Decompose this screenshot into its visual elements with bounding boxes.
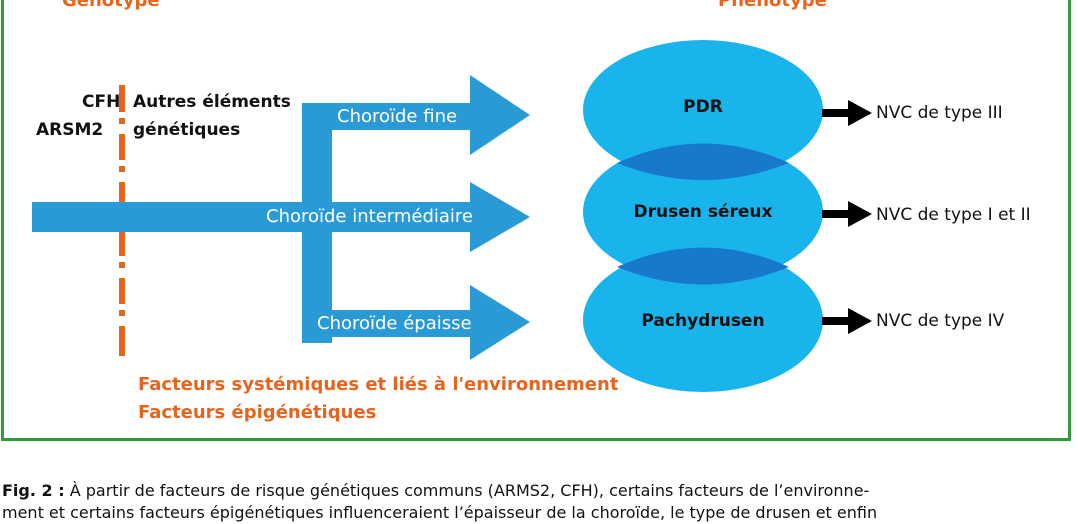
genotype-header: Génotype	[62, 0, 160, 11]
oval-drusen	[583, 142, 823, 282]
gene-cfh: CFH	[82, 92, 121, 112]
phenotype-drusen: Drusen séreux	[633, 202, 773, 222]
outcome-nvc4: NVC de type IV	[876, 311, 1005, 331]
overlap-lower	[617, 247, 789, 285]
arrow-thick	[302, 285, 530, 360]
arrow-intermediate-label: Choroïde intermédiaire	[266, 206, 473, 227]
outcome-arrows	[822, 100, 872, 334]
other-genetic-line2: génétiques	[133, 120, 241, 140]
arrow-intermediate	[32, 182, 530, 252]
arrow-nvc3	[822, 100, 872, 126]
arrow-fine-label: Choroïde fine	[337, 106, 458, 127]
arrow-nvc12	[822, 201, 872, 227]
oval-pdr	[583, 40, 823, 180]
caption-label: Fig. 2 :	[2, 481, 65, 500]
outcome-nvc3: NVC de type III	[876, 103, 1003, 123]
arrow-branch	[302, 103, 332, 343]
outcome-nvc12: NVC de type I et II	[876, 205, 1031, 225]
factors-systemic: Facteurs systémiques et liés à l'environ…	[138, 374, 619, 395]
oval-pachy	[583, 248, 823, 392]
arrow-thick-label: Choroïde épaisse	[317, 313, 472, 334]
choroid-arrows	[32, 75, 530, 360]
phenotype-header: Phénotype	[718, 0, 827, 11]
overlap-upper	[617, 143, 789, 180]
caption-line1: À partir de facteurs de risque génétique…	[69, 481, 870, 500]
phenotype-ovals	[583, 40, 823, 392]
figure-caption: Fig. 2 : À partir de facteurs de risque …	[2, 480, 1076, 524]
phenotype-pdr: PDR	[683, 97, 723, 117]
gene-arsm2: ARSM2	[36, 120, 104, 140]
arrow-fine	[302, 75, 530, 155]
diagram-frame	[1, 0, 1071, 441]
other-genetic-line1: Autres éléments	[133, 92, 291, 112]
caption-line2: ment et certains facteurs épigénétiques …	[2, 503, 878, 522]
arrow-nvc4	[822, 308, 872, 334]
factors-epigenetic: Facteurs épigénétiques	[138, 402, 377, 423]
phenotype-pachy: Pachydrusen	[641, 311, 765, 331]
